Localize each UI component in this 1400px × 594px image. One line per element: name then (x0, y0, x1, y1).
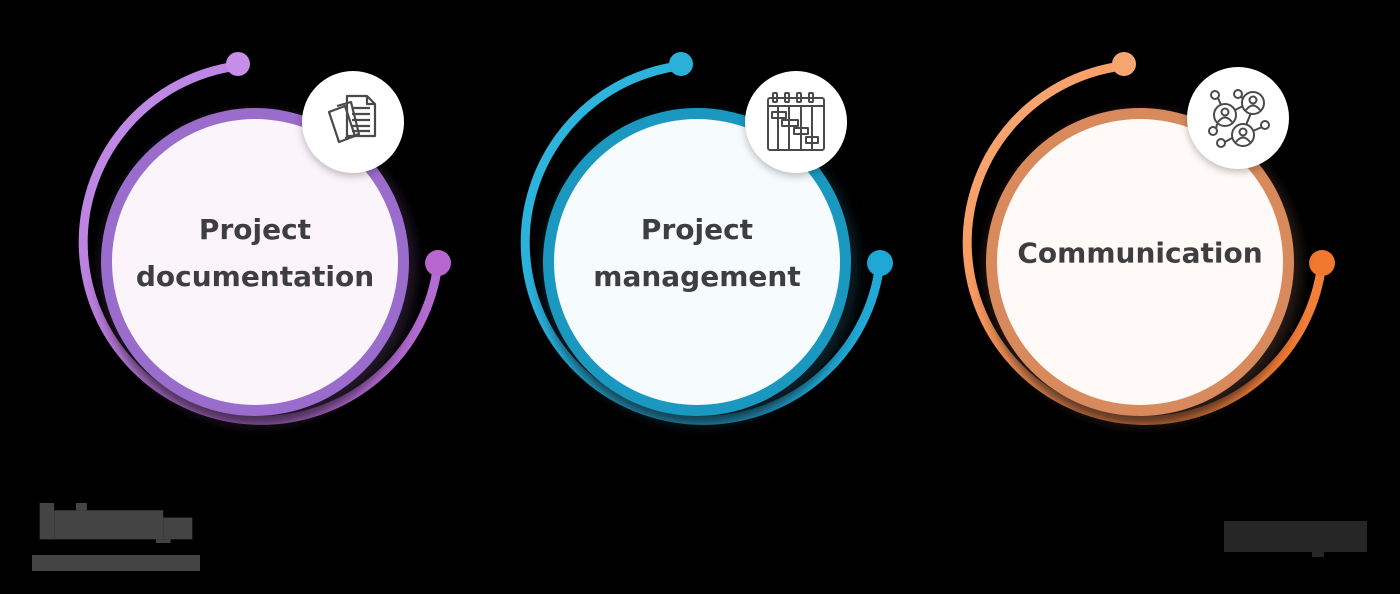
arc-end-dot (425, 250, 451, 276)
redacted-logo-wordmark (39, 503, 193, 543)
badge-network (1187, 67, 1289, 169)
right-logo (1224, 521, 1367, 557)
item-label-communication: Communication (1017, 236, 1263, 270)
item-project-documentation-graphic (78, 52, 451, 426)
arc-start-dot (1112, 52, 1136, 76)
item-label-project-management: Project management (593, 213, 801, 293)
outer-arc (78, 61, 443, 425)
badge-gantt (745, 71, 847, 173)
item-communication-graphic (962, 52, 1335, 426)
inner-fill (997, 119, 1283, 405)
outer-arc (962, 61, 1327, 425)
outer-arc (520, 61, 885, 425)
arc-end-dot (1309, 250, 1335, 276)
redacted-logo-tagline (32, 555, 200, 571)
inner-fill (112, 119, 398, 405)
documents-icon (327, 94, 377, 144)
item-label-project-documentation: Project documentation (135, 213, 375, 293)
arc-start-dot (669, 52, 693, 76)
network-people-icon (1208, 89, 1270, 148)
badge-documents (302, 71, 404, 173)
inner-fill (554, 119, 840, 405)
gantt-chart-icon (767, 92, 825, 151)
arc-end-dot (867, 250, 893, 276)
item-project-management-graphic (520, 52, 893, 426)
arc-start-dot (226, 52, 250, 76)
